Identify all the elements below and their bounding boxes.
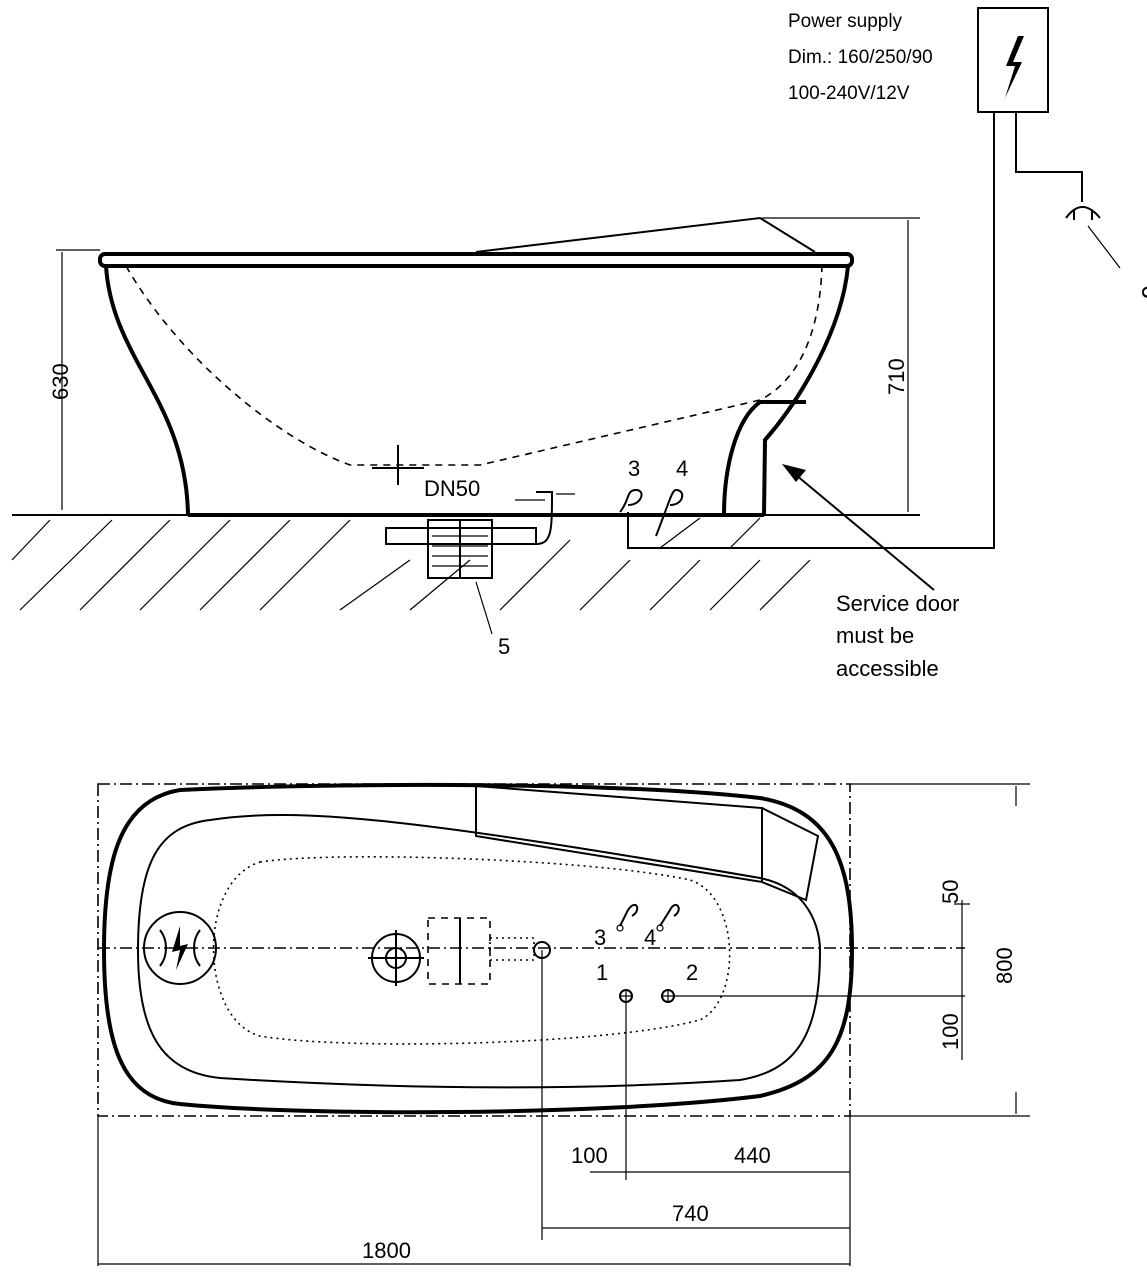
floor-area <box>212 856 731 1045</box>
siphon: 5 <box>385 491 554 659</box>
headrest-side <box>761 807 820 902</box>
bottom-dimensions: 100 440 740 1800 <box>97 1116 851 1266</box>
headrest <box>475 216 816 253</box>
outlet-cable <box>1015 112 1083 202</box>
dimension-630: 630 <box>48 249 100 510</box>
service-note-line-3: accessible <box>836 656 939 681</box>
top-label-3: 3 <box>594 925 606 950</box>
service-note-line-1: Service door <box>836 591 960 616</box>
dim-800: 800 <box>992 947 1017 984</box>
service-note-line-2: must be <box>836 623 914 648</box>
dimension-710: 710 <box>762 217 920 512</box>
connectors-top: 3 4 <box>594 904 680 950</box>
tub-inner-outline <box>136 814 822 1089</box>
power-supply-title: Power supply <box>788 11 903 32</box>
tub-right-wall <box>762 265 850 516</box>
floor-hatching <box>11 517 811 611</box>
tub-rim <box>98 252 854 268</box>
right-dimensions: 50 800 100 <box>850 783 1030 1117</box>
power-supply-dimensions: Dim.: 160/250/90 <box>788 47 933 68</box>
drain-label: DN50 <box>424 476 480 501</box>
dim-1800: 1800 <box>362 1238 411 1263</box>
top-label-4: 4 <box>644 925 656 950</box>
service-door <box>722 400 806 516</box>
dim-710: 710 <box>884 358 909 395</box>
dim-50: 50 <box>938 880 963 904</box>
power-supply-voltage: 100-240V/12V <box>788 83 910 104</box>
side-label-3: 3 <box>628 456 640 481</box>
dim-100-right: 100 <box>938 1013 963 1050</box>
headrest-top <box>475 784 763 884</box>
tub-left-wall <box>104 265 190 516</box>
lightning-icon <box>1005 36 1024 98</box>
lightning-small-icon <box>172 926 188 970</box>
bounding-box <box>97 783 851 1117</box>
arrow-head-icon <box>782 464 806 482</box>
top-label-2: 2 <box>686 960 698 985</box>
dim-630: 630 <box>48 363 73 400</box>
dim-740: 740 <box>672 1201 709 1226</box>
power-supply: Power supply Dim.: 160/250/90 100-240V/1… <box>627 7 1147 549</box>
label-6: 6 <box>1136 285 1147 299</box>
inner-basin <box>125 265 823 466</box>
tub-outer-outline <box>101 782 855 1115</box>
dim-440: 440 <box>734 1143 771 1168</box>
power-cable <box>627 112 995 549</box>
dim-100-bottom: 100 <box>571 1143 608 1168</box>
connectors-side: 3 4 <box>619 456 688 537</box>
power-supply-box <box>977 7 1049 113</box>
top-label-1: 1 <box>596 960 608 985</box>
drain-top <box>368 930 424 986</box>
label-5: 5 <box>498 634 510 659</box>
outlet-icon <box>1065 206 1101 219</box>
side-label-4: 4 <box>676 456 688 481</box>
service-arrow-line <box>789 469 935 591</box>
top-view: 3 4 1 2 50 800 100 <box>97 782 1030 1266</box>
side-view: DN50 5 3 4 630 <box>11 216 960 681</box>
overflow-outlet <box>143 911 217 985</box>
points-1-2: 1 2 <box>596 960 965 1180</box>
